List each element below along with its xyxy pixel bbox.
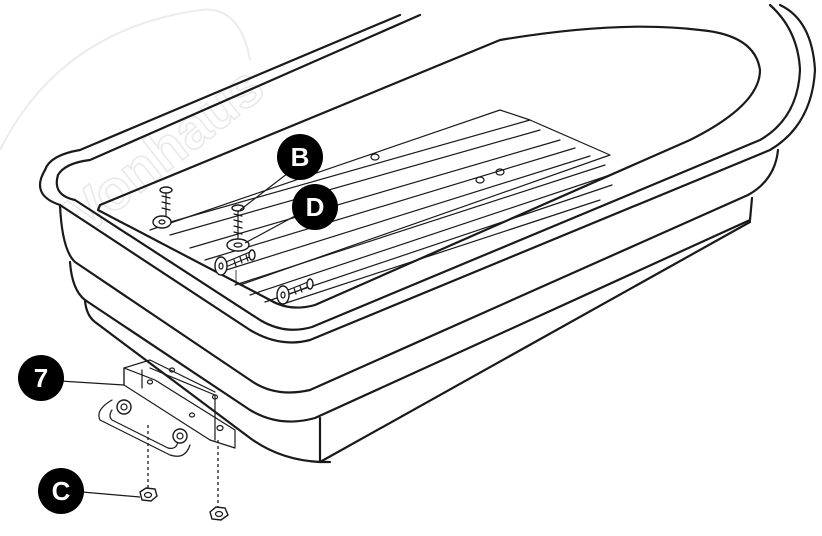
leader-c: [81, 491, 141, 498]
assembly-guides: [147, 425, 219, 508]
callout-b: B: [277, 134, 323, 180]
bolt-horizontal-1: [214, 249, 256, 276]
leader-7: [59, 380, 125, 386]
bracket-assembly: [98, 359, 236, 457]
nut-lower-right: [209, 506, 229, 521]
bolt-left: [152, 186, 173, 229]
washer-d: [226, 238, 250, 252]
floor-ribs: [149, 109, 613, 306]
bolt-horizontal-2: [276, 278, 314, 305]
leader-d: [244, 215, 296, 244]
leader-b: [239, 169, 293, 211]
bolts-inside: [152, 186, 314, 305]
callout-7: 7: [18, 355, 64, 401]
leader-lines: [59, 169, 296, 498]
nut-c: [139, 487, 158, 502]
callout-d: D: [292, 184, 338, 230]
callout-c: C: [38, 468, 84, 514]
handle-nut-right: [172, 428, 188, 444]
tray-body: [38, 3, 817, 464]
callout-b-label: B: [291, 142, 310, 172]
callout-d-label: D: [306, 192, 325, 222]
handle-nut-left: [116, 399, 132, 415]
callout-7-label: 7: [34, 363, 48, 393]
callout-c-label: C: [52, 476, 71, 506]
